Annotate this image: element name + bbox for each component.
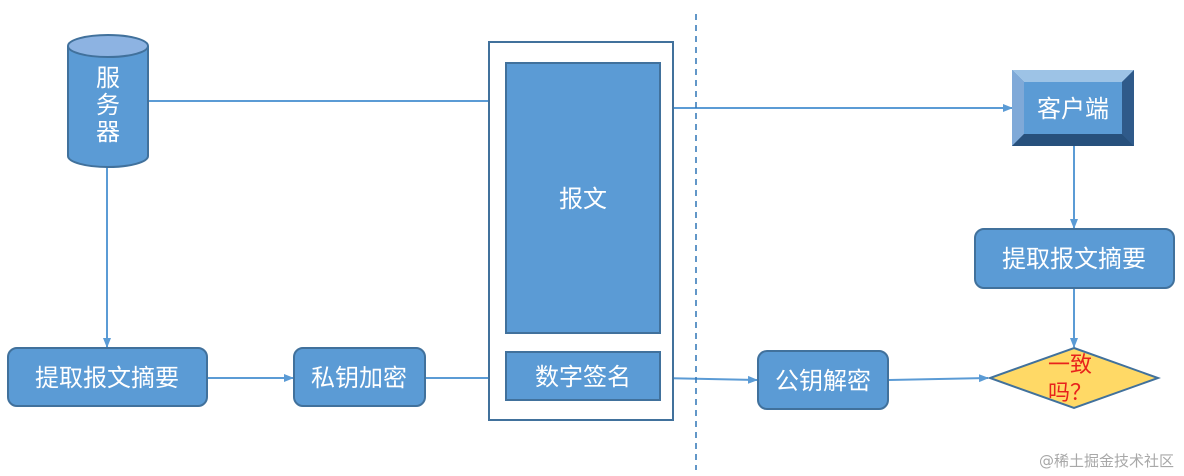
server-cylinder: 服 务 器 — [67, 34, 149, 168]
public-key-label: 公钥解密 — [775, 367, 871, 395]
client-digest-box — [974, 228, 1175, 289]
client-digest-label: 提取报文摘要 — [1002, 245, 1146, 273]
private-key-box — [293, 347, 426, 407]
message-label: 报文 — [559, 185, 607, 213]
server-label-1: 服 — [96, 64, 120, 92]
private-key-label: 私钥加密 — [311, 364, 407, 392]
server-digest-box — [7, 347, 208, 407]
server-digest-label: 提取报文摘要 — [35, 364, 179, 392]
message-box — [505, 62, 661, 334]
decrypt-to-diamond-arrow — [887, 374, 989, 383]
public-key-box — [757, 350, 889, 410]
diamond-label-1: 一致 — [1048, 353, 1092, 378]
server-label-2: 务 — [96, 91, 120, 119]
signature-label: 数字签名 — [535, 363, 631, 391]
diamond-label-2: 吗？ — [1048, 381, 1092, 406]
signature-box — [505, 351, 661, 401]
server-label-3: 器 — [96, 118, 120, 146]
watermark-text: @稀土掘金技术社区 — [1039, 452, 1174, 470]
signature-to-decrypt-arrow — [659, 375, 758, 384]
client-label: 客户端 — [1037, 95, 1109, 123]
client-box: 客户端 — [1012, 70, 1134, 146]
consistency-diamond — [987, 346, 1161, 410]
